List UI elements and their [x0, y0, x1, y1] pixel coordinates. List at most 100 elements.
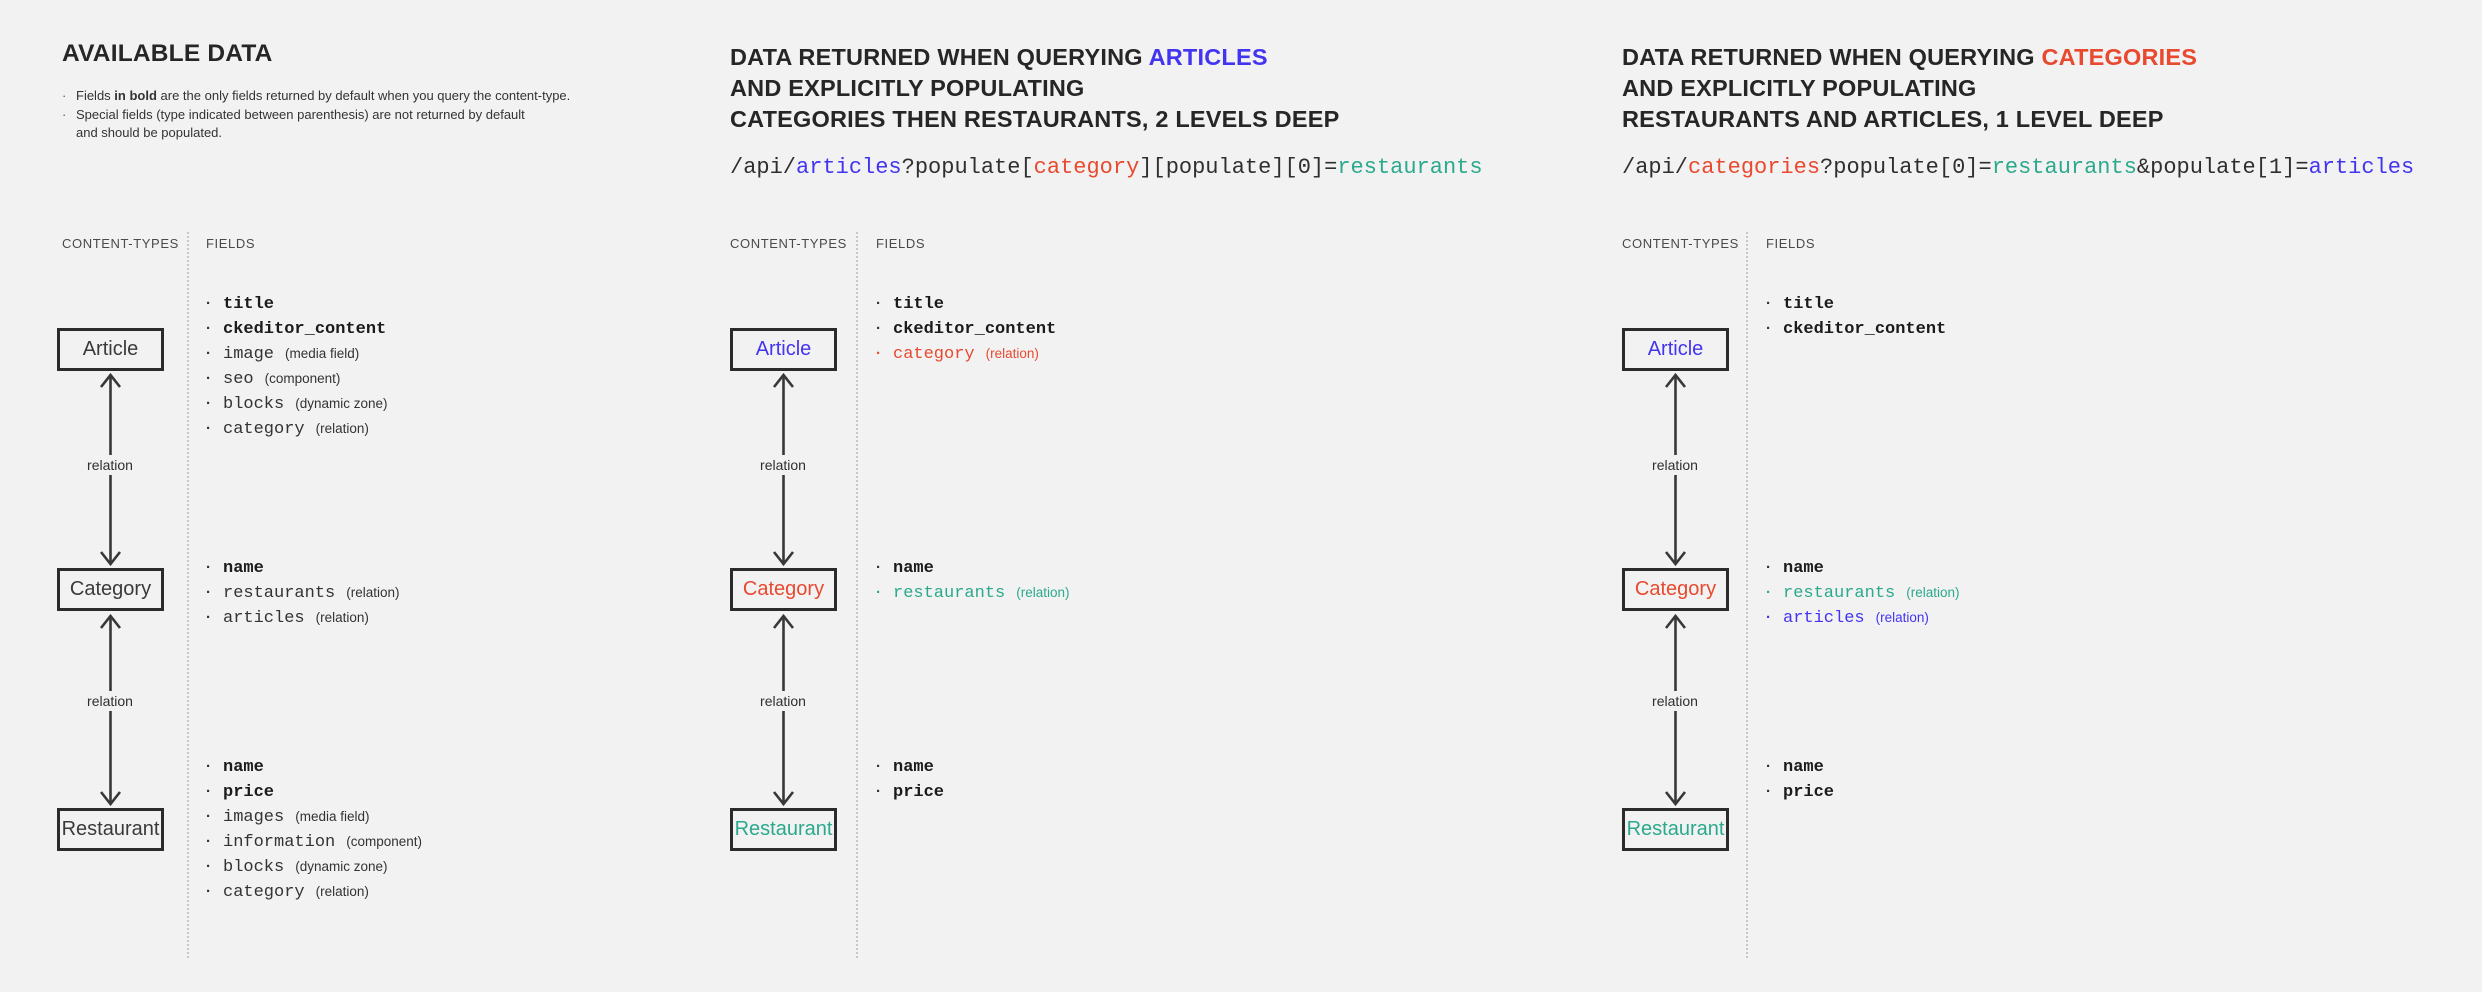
relation-label: relation: [754, 691, 812, 711]
field-name: ckeditor_content: [1783, 320, 1947, 339]
field-item: ·ckeditor_content: [206, 316, 397, 341]
field-name: name: [223, 559, 264, 578]
bullet-icon: ·: [206, 559, 211, 576]
bullet-icon: ·: [206, 609, 211, 626]
content-type-label-article: Article: [1647, 338, 1704, 360]
bullet-icon: ·: [876, 320, 881, 337]
bullet-icon: ·: [206, 420, 211, 437]
content-type-box-article: Article: [57, 328, 164, 371]
field-item: ·price: [1766, 779, 1845, 804]
field-item: ·restaurants(relation): [1766, 580, 1960, 605]
field-item: ·title: [876, 291, 1067, 316]
code-token: /api/: [1622, 155, 1689, 180]
field-name: information: [223, 833, 336, 852]
note-fragment: and should be populated.: [76, 125, 223, 140]
field-item: · ckeditor_content: [1766, 316, 1957, 341]
article-fields-list: ·title · ckeditor_content ·category(relat…: [876, 291, 1067, 366]
category-fields-list: ·name ·restaurants(relation) · articles (r…: [1766, 555, 1960, 630]
note-fragment: Special fields (type indicated between p…: [76, 106, 525, 122]
field-name: articles: [223, 609, 305, 628]
field-name: restaurants: [223, 584, 336, 603]
restaurant-fields-list: ·name ·price: [1766, 754, 1845, 804]
field-name: name: [1783, 758, 1824, 777]
bullet-icon: ·: [62, 88, 67, 103]
content-type-label-restaurant: Restaurant: [61, 818, 160, 840]
bullet-icon: ·: [1766, 609, 1771, 626]
page-title: DATA RETURNED WHEN QUERYING ARTICLES AND…: [730, 42, 1339, 135]
fields-column-label: FIELDS: [206, 236, 256, 251]
field-name: restaurants: [1783, 584, 1896, 603]
code-token: articles: [796, 155, 902, 180]
code-token: ?populate[0]=: [1820, 155, 1992, 180]
content-type-label-restaurant: Restaurant: [734, 818, 833, 840]
field-type: (media field): [295, 809, 370, 824]
field-type: (component): [346, 834, 423, 849]
field-type: (dynamic zone): [295, 859, 388, 874]
field-name: blocks: [223, 395, 285, 414]
field-type: (relation): [985, 346, 1039, 361]
content-type-box-restaurant: Restaurant: [57, 808, 164, 851]
field-item: ·name: [1766, 754, 1845, 779]
field-type: (relation): [1875, 610, 1929, 625]
note-item: · Fields in bold are the only fields ret…: [62, 87, 570, 106]
bullet-icon: ·: [876, 295, 881, 312]
field-type: (media field): [285, 346, 360, 361]
note-text: Special fields (type indicated between p…: [76, 106, 525, 143]
bullet-icon: ·: [876, 559, 881, 576]
dotted-divider: [187, 232, 189, 958]
content-type-box-category: Category: [730, 568, 837, 611]
content-type-label-restaurant: Restaurant: [1626, 818, 1725, 840]
category-fields-list: ·name ·restaurants(relation) ·articles(r…: [206, 555, 400, 630]
bullet-icon: ·: [1766, 320, 1771, 337]
field-type: (relation): [1016, 585, 1070, 600]
note-fragment: are the only fields returned by default …: [156, 88, 571, 103]
restaurant-fields-list: ·name ·price: [876, 754, 955, 804]
field-item: ·title: [1766, 291, 1957, 316]
content-type-box-restaurant: Restaurant: [1622, 808, 1729, 851]
content-types-column-label: CONTENT-TYPES: [730, 236, 847, 251]
bullet-icon: ·: [876, 345, 881, 362]
field-name: price: [893, 783, 945, 802]
code-token: restaurants: [1337, 155, 1483, 180]
field-type: (relation): [315, 610, 369, 625]
field-name: ckeditor_content: [893, 320, 1057, 339]
field-item: ·name: [206, 754, 422, 779]
code-token: ?populate[: [901, 155, 1034, 180]
field-name: seo: [223, 370, 254, 389]
fields-column-label: FIELDS: [1766, 236, 1816, 251]
code-token: restaurants: [1991, 155, 2137, 180]
bullet-icon: ·: [206, 783, 211, 800]
bullet-icon: ·: [876, 584, 881, 601]
field-item: ·name: [1766, 555, 1960, 580]
dotted-divider: [856, 232, 858, 958]
content-type-label-category: Category: [742, 578, 825, 600]
bullet-icon: ·: [206, 808, 211, 825]
code-token: ][populate][0]=: [1139, 155, 1338, 180]
field-item: ·category(relation): [206, 879, 422, 904]
title-line: AND EXPLICITLY POPULATING: [730, 75, 1085, 101]
restaurant-fields-list: ·name ·price ·images(media field) ·infor…: [206, 754, 422, 904]
code-token: &populate[1]=: [2136, 155, 2309, 180]
title-fragment: DATA RETURNED WHEN QUERYING: [730, 44, 1149, 70]
bullet-icon: ·: [206, 833, 211, 850]
field-name: category: [223, 420, 305, 439]
note-item: · Special fields (type indicated between…: [62, 106, 570, 143]
field-name: restaurants: [893, 584, 1006, 603]
relation-label: relation: [1646, 455, 1704, 475]
note-text: Fields in bold are the only fields retur…: [76, 87, 570, 106]
field-name: name: [223, 758, 264, 777]
bullet-icon: ·: [62, 106, 67, 122]
content-type-box-restaurant: Restaurant: [730, 808, 837, 851]
field-item: ·category(relation): [876, 341, 1067, 366]
content-type-box-category: Category: [1622, 568, 1729, 611]
field-name: articles: [1783, 609, 1865, 628]
relation-label: relation: [81, 691, 139, 711]
bullet-icon: ·: [206, 858, 211, 875]
field-item: · price: [876, 779, 955, 804]
code-token: categories: [1688, 155, 1821, 180]
note-fragment-bold: in bold: [114, 88, 157, 103]
bullet-icon: ·: [876, 783, 881, 800]
field-name: image: [223, 345, 275, 364]
content-type-label-article: Article: [82, 338, 139, 360]
title-highlight: CATEGORIES: [2041, 44, 2198, 70]
